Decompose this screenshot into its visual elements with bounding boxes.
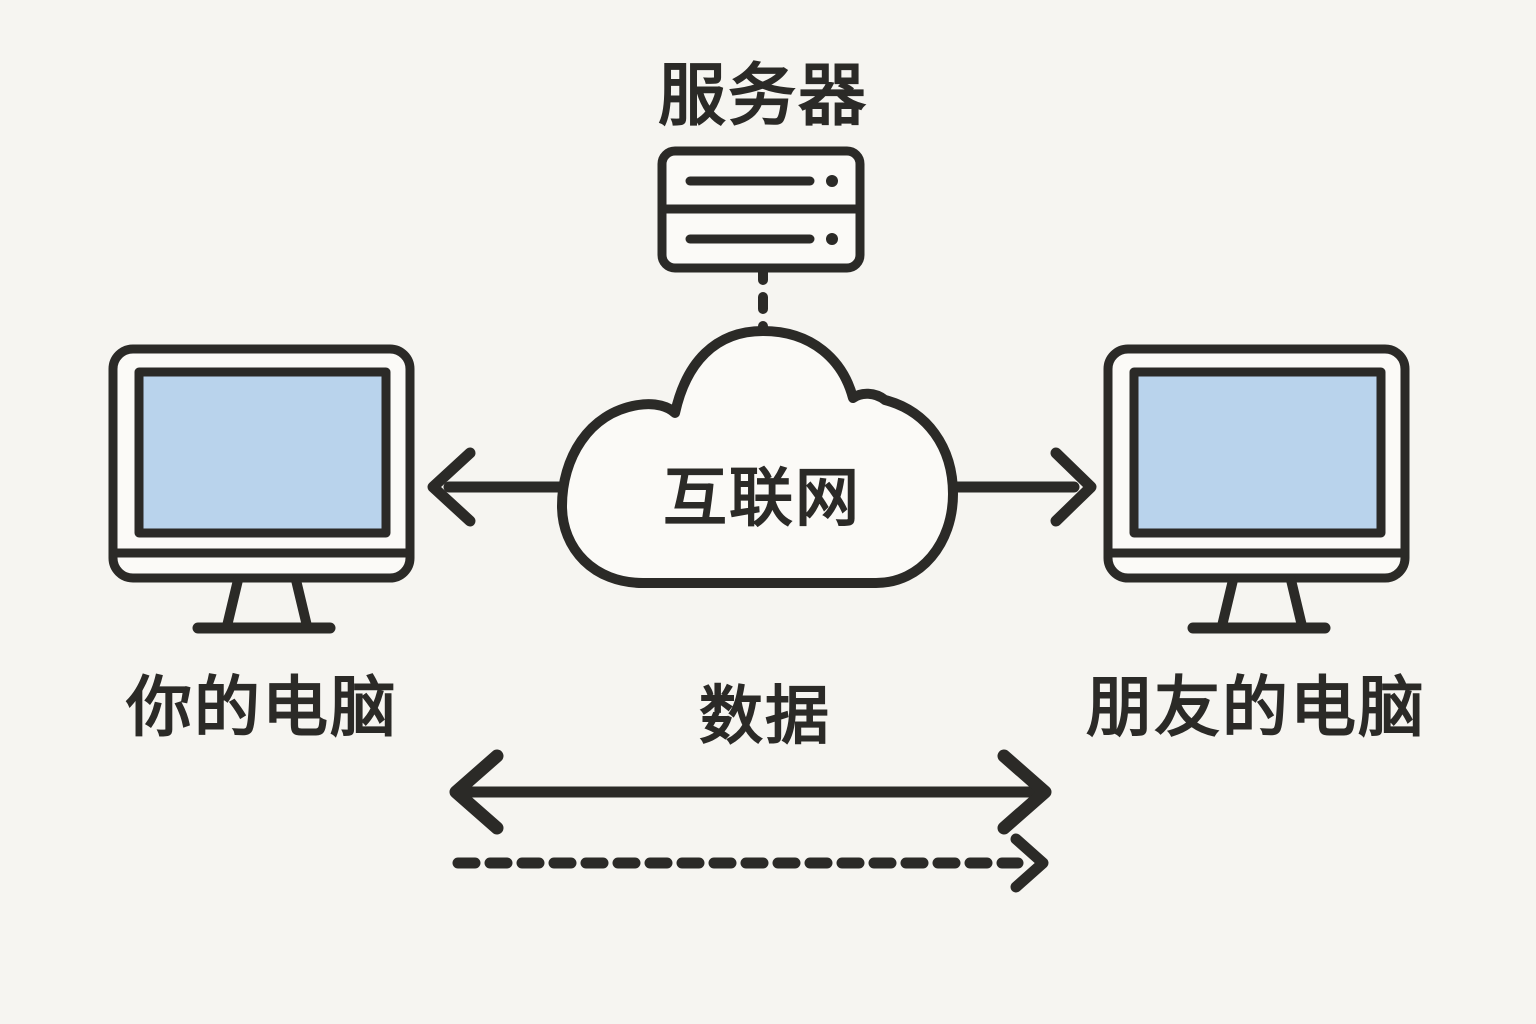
data-label: 数据 [699,680,831,752]
arrow-right-icon [944,447,1097,527]
server-label: 服务器 [657,58,868,134]
cloud-icon [557,326,958,588]
your-computer-icon [113,349,410,628]
double-arrow-icon [449,749,1052,835]
internet-label: 互联网 [663,462,861,534]
server-rack-icon [657,146,865,273]
arrow-left-icon [427,447,569,527]
dashed-arrow-right-icon [452,833,1049,893]
friends-computer-icon [1108,349,1405,628]
friends-computer-label: 朋友的电脑 [1086,670,1426,744]
your-computer-label: 你的电脑 [126,670,398,744]
